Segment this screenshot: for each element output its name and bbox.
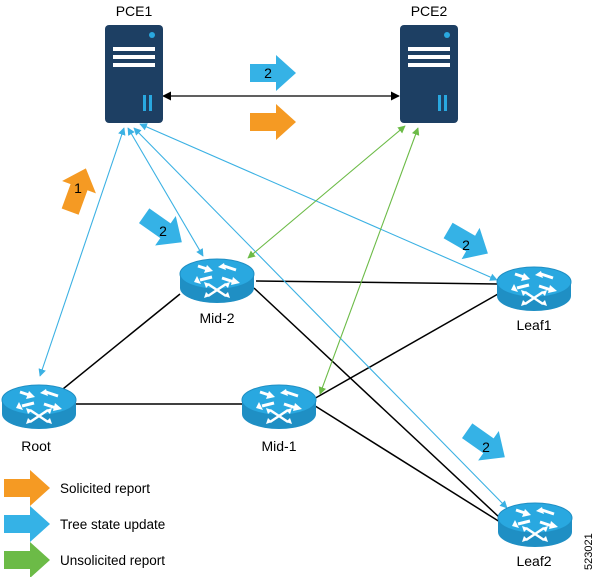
solicited-arrow-pce [250,104,296,140]
root-label: Root [21,438,51,454]
pce2-mid1-line [318,127,420,395]
link-root-mid2 [57,293,181,394]
arrow-pce-number: 2 [264,65,272,81]
arrow-root-number: 1 [74,180,82,196]
pce1-root-line [38,127,126,377]
figure-id: 523021 [583,533,595,570]
tree-state-arrow-pce [250,55,296,91]
leaf1-label: Leaf1 [516,317,551,333]
pce1-server [105,25,163,123]
unsolicited-lines [247,125,420,395]
legend-unsolicited-swatch [4,542,50,577]
pce1-leaf2-line [133,127,508,509]
pce2-mid2-line [247,125,406,259]
legend-unsolicited-label: Unsolicited report [60,553,165,568]
router-leaf1 [495,265,573,313]
arrow-mid2-number: 2 [159,223,167,239]
legend-tree-state-swatch [4,506,50,542]
link-mid1-leaf1 [311,289,506,401]
router-mid2 [178,257,256,305]
pce1-leaf1-line [139,123,498,281]
leaf2-label: Leaf2 [516,553,551,569]
legend-solicited-swatch [4,470,50,506]
pce2-label: PCE2 [411,3,448,19]
router-mid1 [240,383,318,431]
link-mid1-leaf2 [311,403,501,523]
legend-tree-state-label: Tree state update [60,517,165,532]
router-root [0,383,78,431]
pce1-label: PCE1 [116,3,153,19]
legend: Solicited report Tree state update Unsol… [4,470,165,577]
router-leaf2 [496,501,574,549]
pce2-server [400,25,458,123]
arrow-leaf1-number: 2 [462,237,470,253]
link-mid2-leaf1 [255,280,499,285]
mid1-label: Mid-1 [261,438,296,454]
arrow-leaf2-number: 2 [482,439,490,455]
legend-solicited-label: Solicited report [60,481,150,496]
mid2-label: Mid-2 [199,310,234,326]
